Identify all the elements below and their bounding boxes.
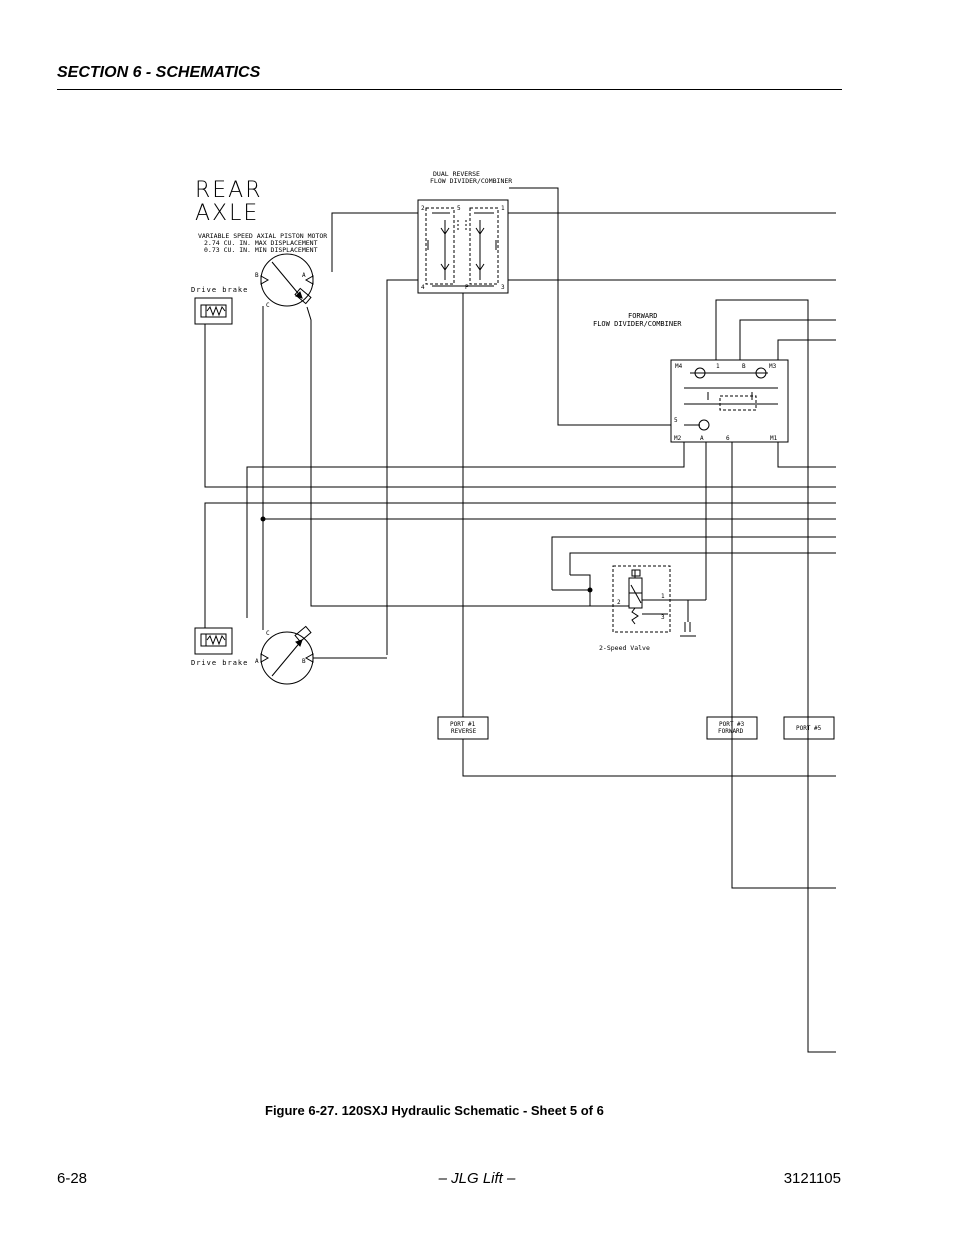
forward-label-2: FLOW DIVIDER/COMBINER xyxy=(593,320,682,328)
port-1-label-1: PORT #1 xyxy=(450,721,476,728)
drive-brake-bottom xyxy=(194,627,233,655)
fwd-port-m1: M1 xyxy=(770,435,778,442)
sv-port-2: 2 xyxy=(617,599,621,606)
motor-top xyxy=(260,253,314,307)
fwd-port-a: A xyxy=(700,435,704,442)
motor-title: VARIABLE SPEED AXIAL PISTON MOTOR xyxy=(198,232,327,240)
fwd-port-m2: M2 xyxy=(674,435,682,442)
drive-brake-top-label: Drive brake xyxy=(191,286,248,294)
rev-port-p: P xyxy=(465,284,469,291)
rev-port-4: 4 xyxy=(421,284,425,291)
dual-reverse-flow-divider xyxy=(417,199,509,294)
port-1-label-2: REVERSE xyxy=(451,728,477,735)
footer-brand: – JLG Lift – xyxy=(438,1170,516,1187)
rev-port-1: 1 xyxy=(501,205,505,212)
sv-port-3: 3 xyxy=(661,614,665,621)
rev-port-2: 2 xyxy=(421,205,425,212)
rev-port-5: 5 xyxy=(457,205,461,212)
motor-top-port-c: C xyxy=(266,302,270,309)
forward-label-1: FORWARD xyxy=(628,312,658,320)
rear-axle-label-2: AXLE xyxy=(195,201,259,226)
motor-min-displacement: 0.73 CU. IN. MIN DISPLACEMENT xyxy=(204,246,318,254)
motor-top-port-a: A xyxy=(302,272,306,279)
port-3-label-2: FORWARD xyxy=(718,728,744,735)
motor-bottom-port-a: A xyxy=(255,658,259,665)
motor-max-displacement: 2.74 CU. IN. MAX DISPLACEMENT xyxy=(204,239,318,247)
section-title: SECTION 6 - SCHEMATICS xyxy=(57,64,261,81)
drive-brake-top xyxy=(194,297,233,325)
document-number: 3121105 xyxy=(783,1170,841,1187)
forward-flow-divider xyxy=(670,359,789,443)
port-5 xyxy=(783,716,835,740)
fwd-port-1: 1 xyxy=(716,363,720,370)
rear-axle-label-1: REAR xyxy=(195,178,263,203)
motor-bottom xyxy=(260,625,314,685)
drive-brake-bottom-label: Drive brake xyxy=(191,659,248,667)
two-speed-valve-label: 2-Speed Valve xyxy=(599,644,650,652)
two-speed-valve xyxy=(590,565,706,633)
port-5-label: PORT #5 xyxy=(796,725,822,732)
dual-reverse-label-2: FLOW DIVIDER/COMBINER xyxy=(430,177,512,185)
rev-port-3: 3 xyxy=(501,284,505,291)
fwd-port-m4: M4 xyxy=(675,363,683,370)
dual-reverse-label-1: DUAL REVERSE xyxy=(433,170,480,178)
tank-symbol xyxy=(680,600,696,637)
motor-bottom-port-c: C xyxy=(266,630,270,637)
motor-bottom-port-b: B xyxy=(302,658,306,665)
motor-top-port-b: B xyxy=(255,272,259,279)
fwd-port-5: 5 xyxy=(674,417,678,424)
fwd-port-b: B xyxy=(742,363,746,370)
hydraulic-lines xyxy=(204,187,836,1053)
fwd-port-m3: M3 xyxy=(769,363,777,370)
header-rule xyxy=(57,89,842,90)
sv-port-1: 1 xyxy=(661,593,665,600)
figure-caption: Figure 6-27. 120SXJ Hydraulic Schematic … xyxy=(265,1103,604,1118)
page-number: 6-28 xyxy=(57,1170,88,1187)
fwd-port-6: 6 xyxy=(726,435,730,442)
